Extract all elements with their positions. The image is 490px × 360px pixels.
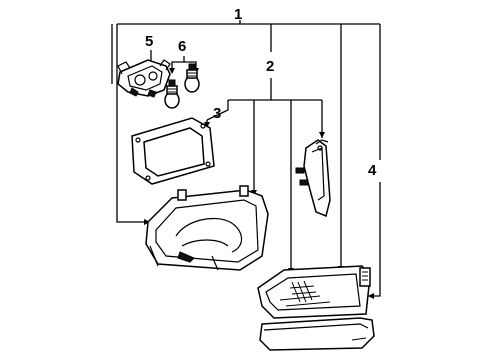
leader-6-a <box>171 56 185 72</box>
callout-2: 2 <box>266 58 274 75</box>
leader-2-to-3 <box>206 100 229 121</box>
side-marker <box>295 139 331 218</box>
gasket <box>131 117 215 185</box>
lens-grille <box>289 280 317 303</box>
leader-1-left <box>116 24 150 223</box>
bulb-right <box>184 63 200 93</box>
bumper-trim <box>259 317 375 351</box>
headlamp <box>145 185 269 271</box>
callout-3: 3 <box>213 105 221 122</box>
corner-lens <box>257 265 371 319</box>
callout-1: 1 <box>234 6 242 23</box>
callout-6: 6 <box>178 38 186 55</box>
bulb-left <box>164 79 180 109</box>
callout-4: 4 <box>368 162 377 179</box>
callout-5: 5 <box>145 33 153 50</box>
bulb-socket <box>117 59 171 98</box>
